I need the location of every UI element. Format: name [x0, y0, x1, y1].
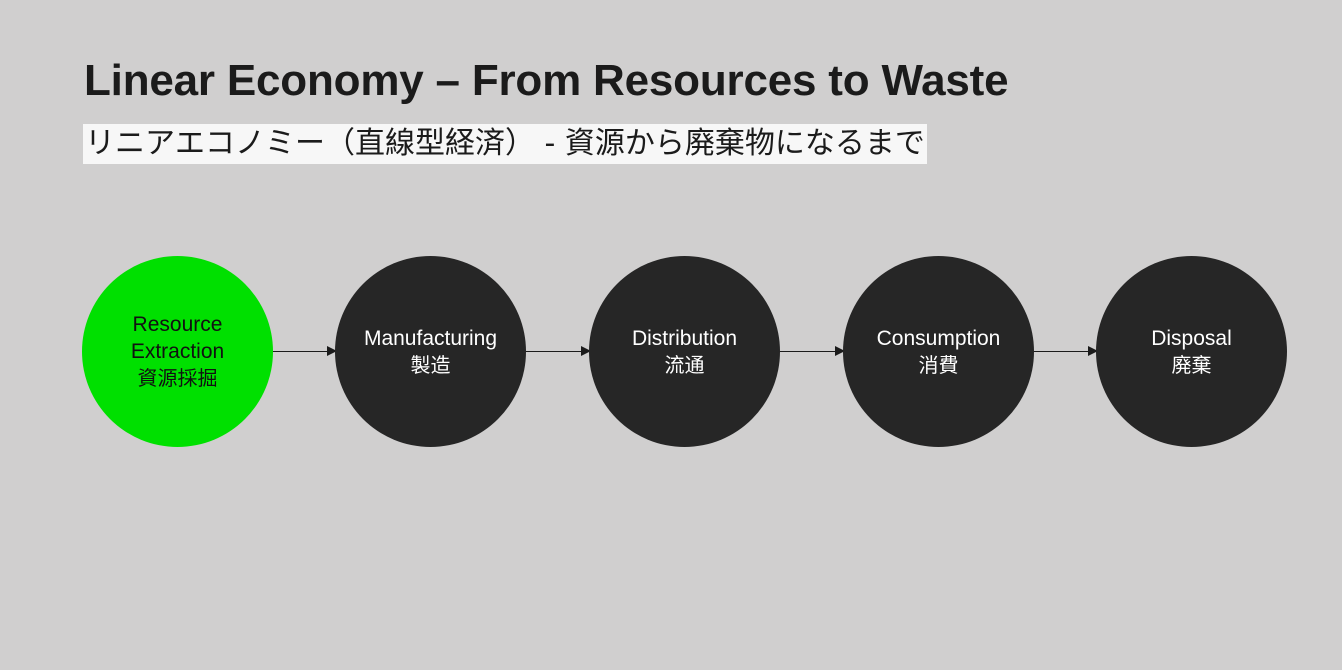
stage-node-consumption: Consumption 消費: [843, 256, 1034, 447]
flow-arrow: [1034, 346, 1098, 356]
page-title: Linear Economy – From Resources to Waste: [84, 56, 1009, 105]
stage-node-disposal: Disposal 廃棄: [1096, 256, 1287, 447]
stage-label-en: Disposal: [1151, 326, 1232, 350]
stage-node-resource-extraction: Resource Extraction 資源採掘: [82, 256, 273, 447]
stage-label-en: Resource Extraction: [130, 313, 225, 363]
stage-node-distribution: Distribution 流通: [589, 256, 780, 447]
stage-label-en: Consumption: [876, 326, 1001, 350]
stage-label-ja: 流通: [664, 352, 705, 377]
stage-node-manufacturing: Manufacturing 製造: [335, 256, 526, 447]
arrow-head-icon: [835, 346, 845, 356]
arrow-head-icon: [581, 346, 591, 356]
flow-arrow: [526, 346, 591, 356]
stage-label-en: Distribution: [631, 326, 738, 350]
page-subtitle: リニアエコノミー（直線型経済） - 資源から廃棄物になるまで: [83, 124, 927, 164]
flow-arrow: [273, 346, 337, 356]
stage-label-ja: 消費: [918, 352, 959, 377]
stage-label-ja: 資源採掘: [137, 366, 218, 390]
arrow-head-icon: [1088, 346, 1098, 356]
flow-arrow: [780, 346, 845, 356]
arrow-head-icon: [327, 346, 337, 356]
stage-label-en: Manufacturing: [363, 326, 498, 350]
stage-label-ja: 廃棄: [1171, 352, 1212, 377]
stage-label-ja: 製造: [410, 352, 451, 377]
